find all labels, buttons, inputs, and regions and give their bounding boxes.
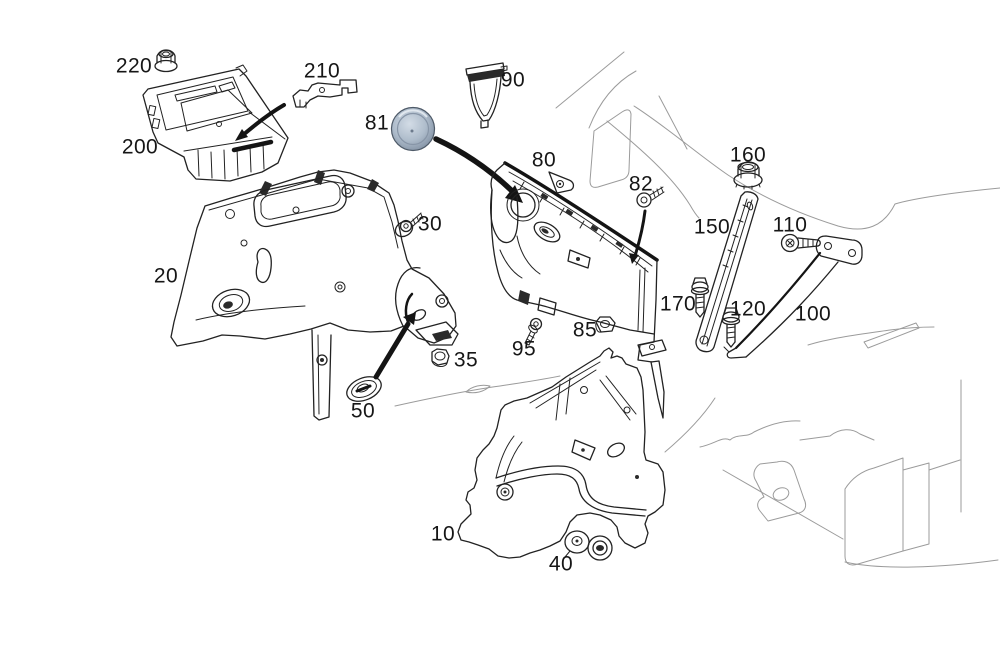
part-160-flange-nut-drawing xyxy=(733,161,763,190)
part-30-screw-drawing xyxy=(394,212,424,238)
part-10-lower-panel-drawing xyxy=(457,347,666,561)
callout-label-150[interactable]: 150 xyxy=(693,215,731,239)
arrow-81-to-hole xyxy=(433,136,523,203)
callout-label-40[interactable]: 40 xyxy=(548,552,574,576)
callout-label-120[interactable]: 120 xyxy=(729,297,767,321)
part-50-grommet-drawing xyxy=(346,376,382,402)
callout-label-10[interactable]: 10 xyxy=(430,522,456,546)
part-100-brace-drawing xyxy=(723,235,863,359)
arrow-50-to-hole xyxy=(373,312,416,380)
callout-label-100[interactable]: 100 xyxy=(794,302,832,326)
part-80-wheelhouse-panel-drawing xyxy=(490,161,667,419)
callout-label-82[interactable]: 82 xyxy=(628,172,654,196)
callout-label-95[interactable]: 95 xyxy=(511,337,537,361)
part-200-battery-tray-drawing xyxy=(142,64,289,182)
part-110-bolt-drawing xyxy=(780,233,821,253)
part-120-bolt-drawing xyxy=(721,307,741,348)
callout-label-30[interactable]: 30 xyxy=(417,212,443,236)
part-170-bolt-drawing xyxy=(690,277,710,318)
callout-label-220[interactable]: 220 xyxy=(115,54,153,78)
part-40-push-clip-drawing xyxy=(564,530,590,558)
callout-label-160[interactable]: 160 xyxy=(729,143,767,167)
callout-label-81[interactable]: 81 xyxy=(364,111,390,135)
callout-label-210[interactable]: 210 xyxy=(303,59,341,83)
part-35-nut-drawing xyxy=(431,348,450,367)
part-81-blanking-cap-drawing xyxy=(390,106,436,152)
part-150-strut-drawing xyxy=(695,191,759,353)
callout-label-80[interactable]: 80 xyxy=(531,148,557,172)
callout-label-90[interactable]: 90 xyxy=(500,68,526,92)
callout-label-20[interactable]: 20 xyxy=(153,264,179,288)
callout-label-200[interactable]: 200 xyxy=(121,135,159,159)
arrow-210-to-tray xyxy=(235,103,286,141)
callout-label-85[interactable]: 85 xyxy=(572,318,598,342)
part-95-screw-drawing xyxy=(524,317,543,346)
callout-label-110[interactable]: 110 xyxy=(772,213,808,237)
part-90-reservoir-drawing xyxy=(465,62,508,129)
callout-label-170[interactable]: 170 xyxy=(659,292,697,316)
part-85-nut-drawing xyxy=(595,316,616,333)
part-210-retainer-bracket-drawing xyxy=(292,79,358,109)
arrow-82-to-panel xyxy=(629,209,647,264)
callout-label-50[interactable]: 50 xyxy=(350,399,376,423)
part-82-screw-drawing xyxy=(636,186,665,208)
part-20-quarter-trim-panel-drawing xyxy=(170,169,459,421)
callout-label-35[interactable]: 35 xyxy=(453,348,479,372)
background-body-outline xyxy=(394,51,1000,568)
part-220-flange-nut-drawing xyxy=(154,49,178,73)
